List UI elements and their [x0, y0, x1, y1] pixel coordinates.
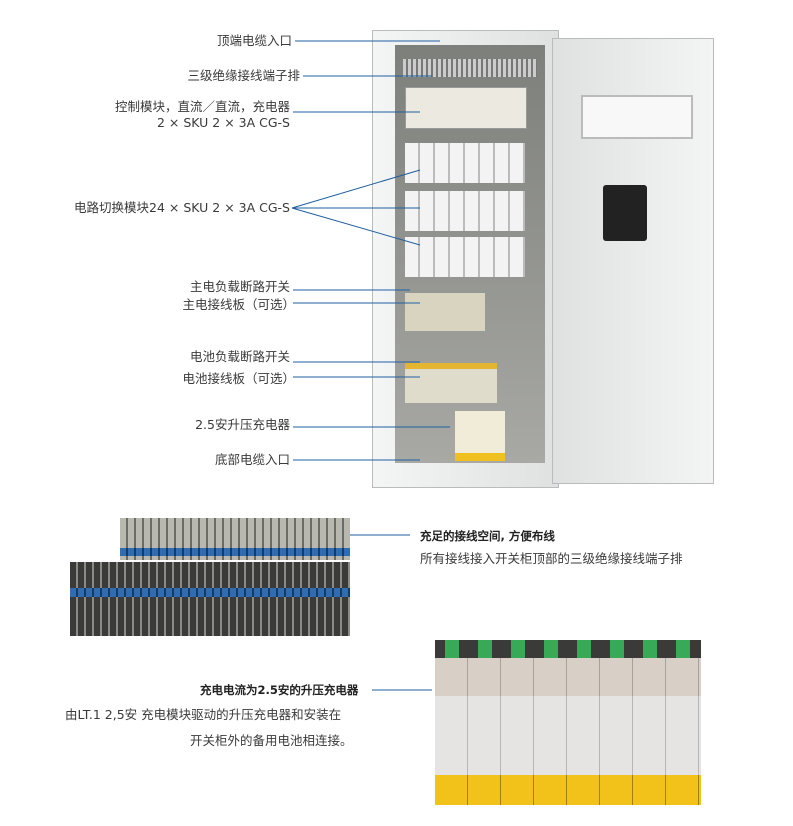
charger-description-line1: 由LT.1 2,5安 充电模块驱动的升压充电器和安装在 [65, 707, 342, 722]
label-battery-terminal-board: 电池接线板（可选） [182, 371, 295, 386]
label-boost-charger: 2.5安升压充电器 [195, 417, 290, 432]
circuit-module-row-2 [405, 191, 525, 231]
label-control-module-line2: 2 × SKU 2 × 3A CG-S [156, 115, 290, 130]
terminal-block-photo [70, 518, 350, 636]
leader-circuit-3 [291, 207, 421, 246]
circuit-module-row-3 [405, 237, 525, 277]
label-top-cable-entry: 顶端电缆入口 [216, 33, 292, 48]
label-mains-terminal-board: 主电接线板（可选） [182, 297, 295, 312]
cabinet-image [372, 30, 559, 488]
charger-section-heading: 充电电流为2.5安的升压充电器 [200, 683, 359, 697]
door-lock [603, 185, 647, 241]
label-control-module-line1: 控制模块，直流／直流，充电器 [114, 99, 290, 114]
door-window [581, 95, 693, 139]
boost-charger-photo [435, 640, 701, 805]
control-module-graphic [405, 87, 527, 129]
cabinet-door [552, 38, 714, 484]
mains-breaker-graphic [405, 293, 485, 331]
label-battery-breaker: 电池负载断路开关 [189, 349, 290, 364]
label-circuit-module: 电路切换模块24 × SKU 2 × 3A CG-S [74, 200, 290, 215]
circuit-module-row-1 [405, 143, 525, 183]
label-bottom-cable-entry: 底部电缆入口 [214, 452, 290, 467]
terminal-strip-graphic [403, 59, 537, 77]
terminal-section-heading: 充足的接线空间, 方便布线 [420, 529, 555, 543]
label-mains-breaker: 主电负载断路开关 [189, 279, 290, 294]
label-terminal-strip: 三级绝缘接线端子排 [187, 68, 300, 83]
charger-description-line2: 开关柜外的备用电池相连接。 [190, 733, 353, 748]
cabinet-interior [395, 45, 545, 463]
leader-circuit-1 [291, 169, 421, 209]
boost-charger-graphic [455, 411, 505, 461]
battery-breaker-graphic [405, 363, 497, 403]
terminal-section-description: 所有接线接入开关柜顶部的三级绝缘接线端子排 [420, 551, 683, 566]
label-control-module: 控制模块，直流／直流，充电器 2 × SKU 2 × 3A CG-S [115, 99, 290, 131]
